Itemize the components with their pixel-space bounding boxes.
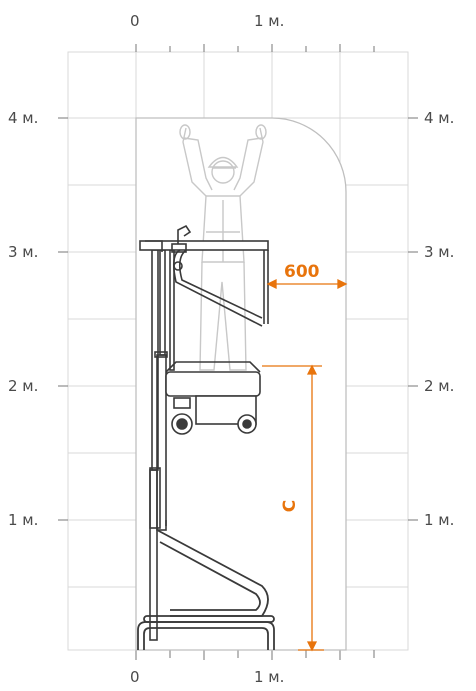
x-bottom-label-0: 0 — [130, 668, 140, 686]
machine-wheels — [171, 397, 257, 435]
height-dimension-label: C — [280, 499, 301, 513]
y-right-label-4: 4 м. — [424, 109, 455, 127]
y-left-label-2: 2 м. — [8, 377, 39, 395]
machine-platform — [139, 224, 269, 425]
y-left-label-4: 4 м. — [8, 109, 39, 127]
y-right-label-1: 1 м. — [424, 511, 455, 529]
y-right-label-2: 2 м. — [424, 377, 455, 395]
y-right-label-3: 3 м. — [424, 243, 455, 261]
dimension-height-c — [262, 364, 324, 652]
x-bottom-label-1: 1 м. — [254, 668, 285, 686]
y-left-label-1: 1 м. — [8, 511, 39, 529]
dimension-reach-600 — [266, 278, 348, 290]
reach-dimension-label: 600 — [284, 262, 320, 282]
machine-base — [137, 529, 275, 650]
y-left-label-3: 3 м. — [8, 243, 39, 261]
tick-marks — [58, 44, 418, 660]
worker-figure — [179, 124, 267, 371]
x-top-label-0: 0 — [130, 12, 140, 30]
x-top-label-1: 1 м. — [254, 12, 285, 30]
